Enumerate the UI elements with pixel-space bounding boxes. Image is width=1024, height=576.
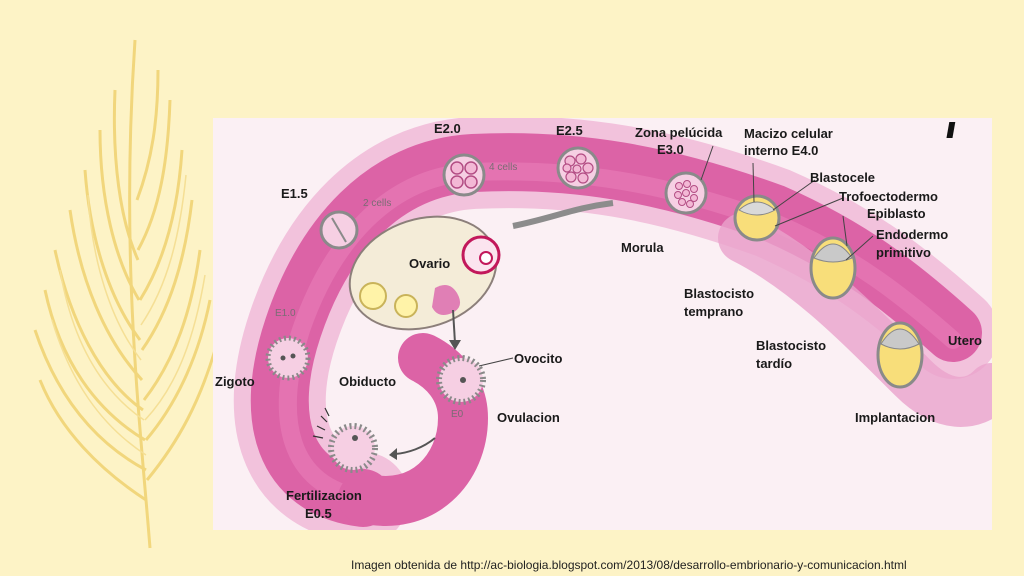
embryo-development-diagram: [233, 118, 992, 530]
label-epiblasto: Epiblasto: [867, 206, 926, 221]
label-macizo-celular: Macizo celular: [744, 126, 833, 141]
leader-lines: [478, 145, 874, 367]
label-tardio: tardío: [756, 356, 793, 371]
label-zona-pelucida: Zona pelúcida: [635, 125, 723, 140]
label-e3-0: E3.0: [657, 142, 684, 157]
fimbria: [512, 200, 614, 229]
label-ovulacion: Ovulacion: [497, 410, 560, 425]
implant-inner-mass: [880, 328, 920, 350]
label-blastocisto-tardio: Blastocisto: [756, 338, 827, 353]
follicle-1: [359, 282, 387, 310]
morula-cells: [674, 180, 698, 208]
corner-mark: [946, 122, 956, 138]
label-morula: Morula: [621, 240, 664, 255]
label-e0: E0: [451, 409, 464, 420]
label-e2-0: E2.0: [434, 121, 461, 136]
inner-cell-mass-e4: [738, 201, 776, 216]
fertilization-nucleus: [352, 435, 358, 441]
follicle-2: [394, 294, 418, 318]
eight-cell-blastomeres: [562, 153, 594, 184]
label-trofoectodermo: Trofoectodermo: [839, 189, 938, 204]
label-primitivo: primitivo: [876, 245, 931, 260]
label-e1-5: E1.5: [281, 186, 308, 201]
two-cell-division-line: [331, 217, 347, 243]
zygote-pronucleus-1: [280, 355, 286, 361]
label-4-cells: 4 cells: [489, 162, 518, 173]
four-cell-embryo: [442, 153, 486, 197]
zygote-cell: [265, 335, 311, 381]
label-e0-5: E0.5: [305, 506, 332, 521]
diagram-panel: E2.0 E2.5 Zona pelúcida E3.0 Macizo celu…: [213, 118, 992, 530]
feather-decoration: [33, 39, 217, 549]
epiblast-late: [813, 243, 853, 263]
label-blastocisto: Blastocisto: [684, 286, 755, 301]
ovulation-arrow: [452, 309, 456, 344]
ovulation-arrowhead: [449, 340, 461, 350]
label-implantacion: Implantacion: [855, 410, 936, 425]
sperm-marks: [312, 407, 330, 439]
label-utero: Utero: [948, 333, 982, 348]
label-obiducto: Obiducto: [339, 374, 397, 389]
label-ovocito: Ovocito: [514, 351, 563, 366]
label-zigoto: Zigoto: [215, 374, 255, 389]
label-e1-0: E1.0: [275, 308, 296, 319]
fertilization-arrow: [394, 437, 436, 455]
oocyte-in-follicle: [479, 251, 493, 265]
oocyte-e0-nucleus: [460, 377, 466, 383]
label-fertilizacion: Fertilizacion: [286, 488, 362, 503]
fertilization-arrowhead: [389, 448, 397, 460]
label-interno-e4-0: interno E4.0: [744, 143, 819, 158]
label-endodermo: Endodermo: [876, 227, 949, 242]
image-credit: Imagen obtenida de http://ac-biologia.bl…: [351, 558, 907, 572]
label-temprano: temprano: [684, 304, 744, 319]
zygote-pronucleus-2: [290, 353, 296, 359]
label-ovario: Ovario: [409, 256, 451, 271]
fertilization-cell: [328, 423, 378, 473]
label-2-cells: 2 cells: [363, 198, 392, 209]
four-cell-blastomeres: [450, 161, 478, 189]
label-e2-5: E2.5: [556, 123, 583, 138]
rupture-site: [432, 284, 461, 315]
label-blastocele: Blastocele: [810, 170, 876, 185]
